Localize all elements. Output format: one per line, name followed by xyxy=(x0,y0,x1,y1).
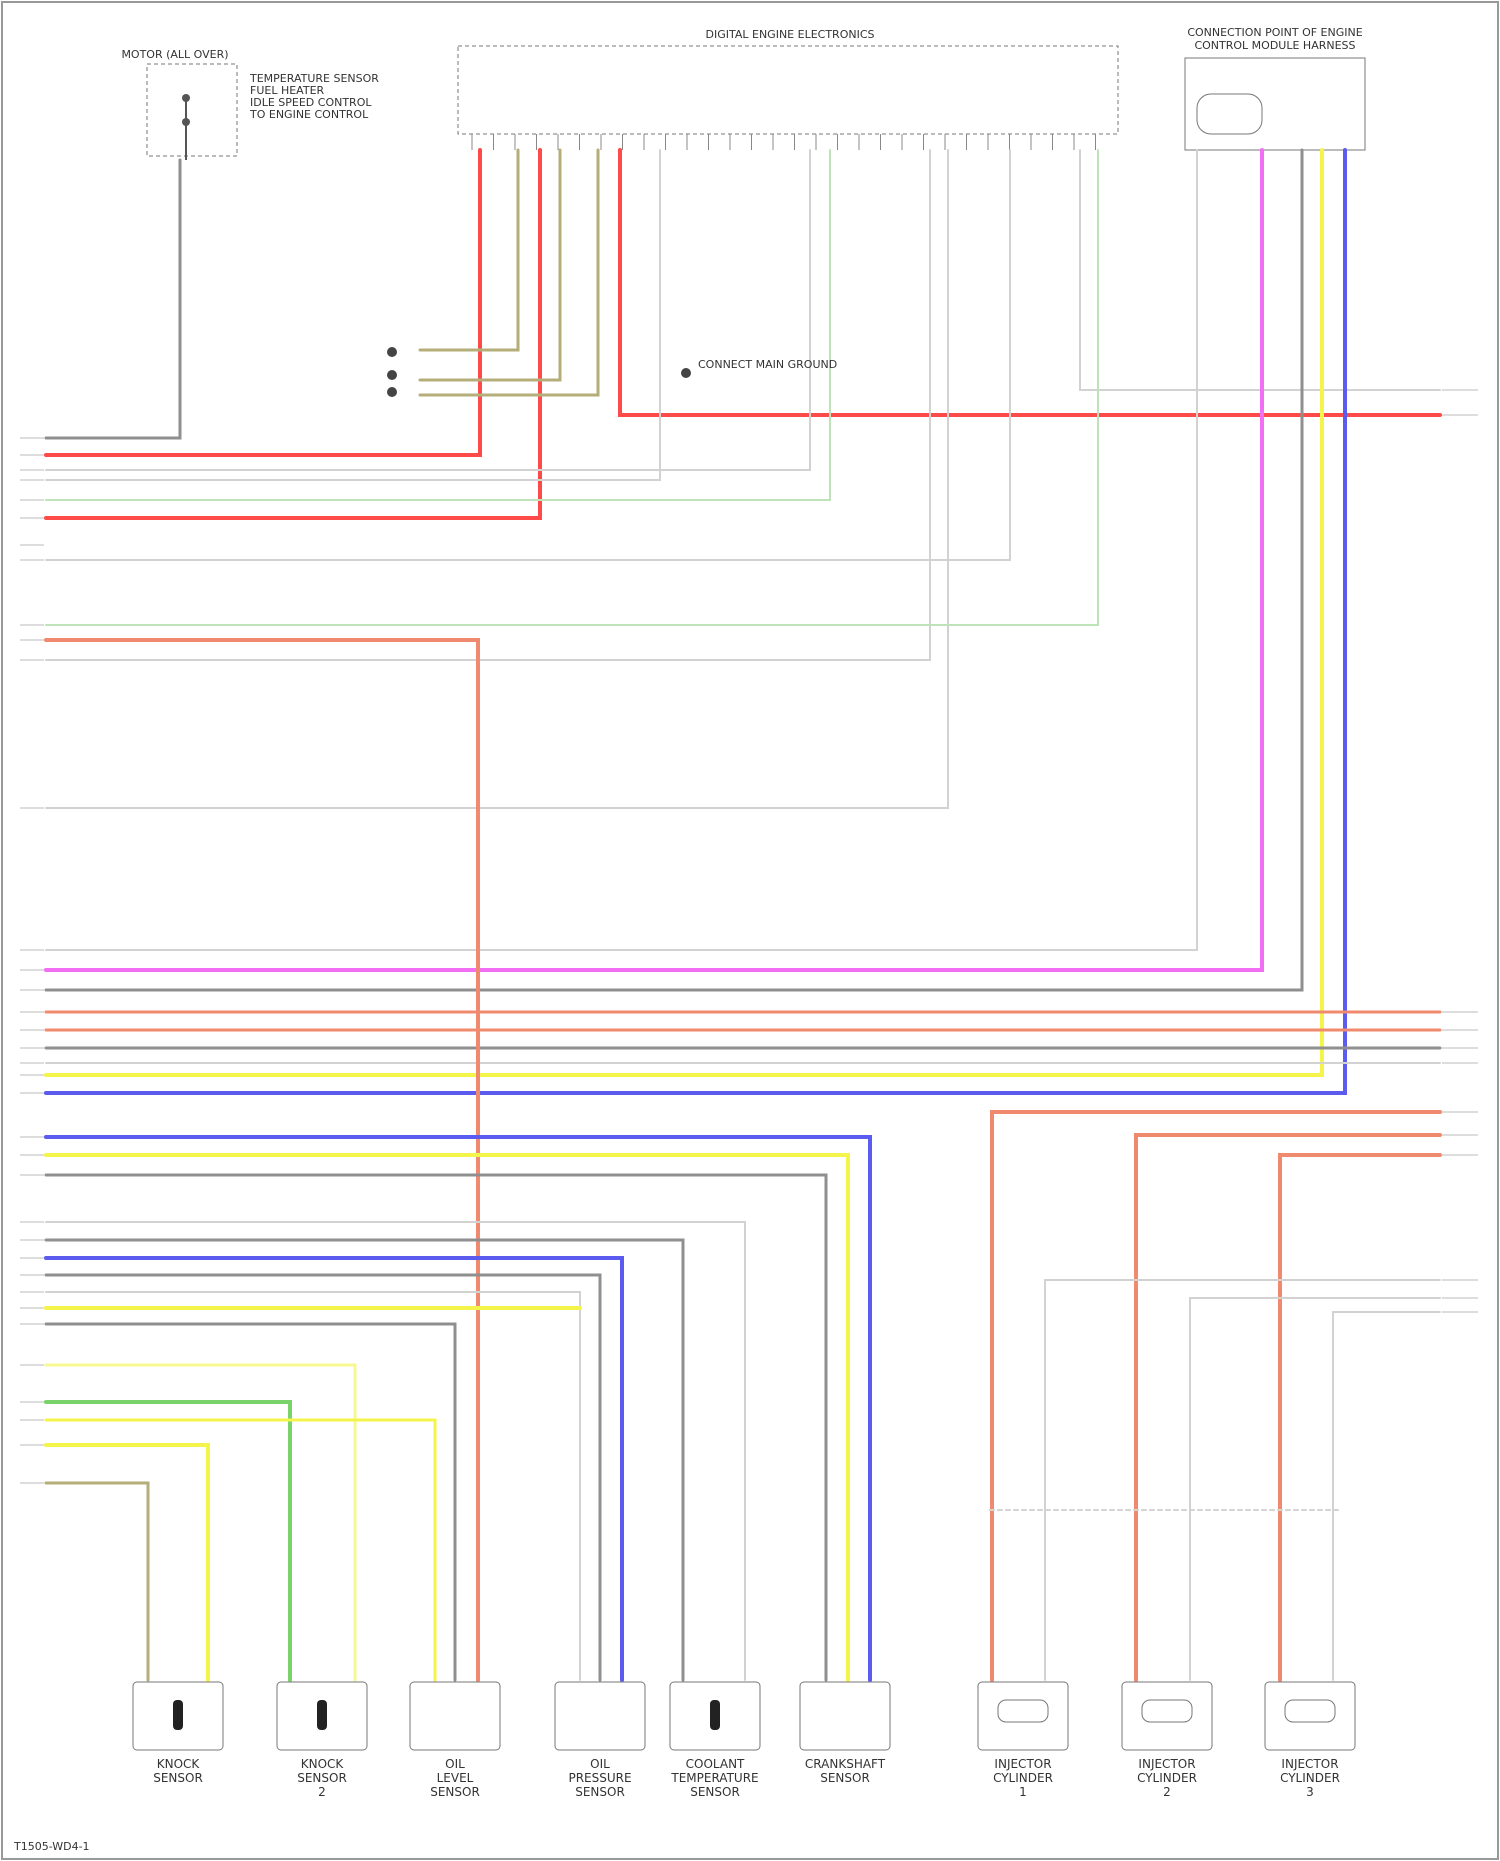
injector-icon xyxy=(1142,1700,1192,1722)
component-label: INJECTOR xyxy=(1138,1757,1195,1771)
component-row: KNOCKSENSORKNOCKSENSOR2OILLEVELSENSOROIL… xyxy=(133,1682,1355,1799)
motor-title: MOTOR (ALL OVER) xyxy=(121,48,228,61)
sensor-icon xyxy=(173,1700,183,1730)
component-label: PRESSURE xyxy=(568,1771,631,1785)
component-label: SENSOR xyxy=(820,1771,870,1785)
sensor-icon xyxy=(710,1700,720,1730)
component-label: 2 xyxy=(1163,1785,1171,1799)
ecu-title: DIGITAL ENGINE ELECTRONICS xyxy=(706,28,875,41)
right-title-1: CONNECTION POINT OF ENGINE xyxy=(1187,26,1362,39)
component-label: CYLINDER xyxy=(1137,1771,1197,1785)
component-label: TEMPERATURE xyxy=(670,1771,758,1785)
junction-note: CONNECT MAIN GROUND xyxy=(698,358,837,371)
component-label: 3 xyxy=(1306,1785,1314,1799)
component-label: CRANKSHAFT xyxy=(805,1757,886,1771)
component-label: OIL xyxy=(590,1757,610,1771)
component-label: SENSOR xyxy=(575,1785,625,1799)
sensor-icon xyxy=(317,1700,327,1730)
component-label: 2 xyxy=(318,1785,326,1799)
component-label: KNOCK xyxy=(301,1757,345,1771)
footer-code: T1505-WD4-1 xyxy=(13,1840,90,1853)
component-label: CYLINDER xyxy=(1280,1771,1340,1785)
harness-connection-box: CONNECTION POINT OF ENGINE CONTROL MODUL… xyxy=(1185,26,1365,150)
motor-note-4: TO ENGINE CONTROL xyxy=(249,108,369,121)
left-connector-pins xyxy=(20,438,44,1483)
component-label: SENSOR xyxy=(430,1785,480,1799)
component-label: INJECTOR xyxy=(1281,1757,1338,1771)
component-label: SENSOR xyxy=(153,1771,203,1785)
component-label: KNOCK xyxy=(157,1757,201,1771)
right-title-2: CONTROL MODULE HARNESS xyxy=(1194,39,1355,52)
motor-box: MOTOR (ALL OVER) TEMPERATURE SENSOR FUEL… xyxy=(121,48,379,160)
ecu-pin-row xyxy=(472,134,1096,150)
component-label: SENSOR xyxy=(297,1771,347,1785)
component-label: LEVEL xyxy=(437,1771,474,1785)
component-label: INJECTOR xyxy=(994,1757,1051,1771)
injector-icon xyxy=(998,1700,1048,1722)
right-connector-pins xyxy=(1442,390,1478,1312)
component-label: COOLANT xyxy=(686,1757,745,1771)
component-label: 1 xyxy=(1019,1785,1027,1799)
wire-harness xyxy=(46,150,1440,1680)
component-label: OIL xyxy=(445,1757,465,1771)
ecu-box xyxy=(458,46,1118,134)
component-label: SENSOR xyxy=(690,1785,740,1799)
engine-ecu: DIGITAL ENGINE ELECTRONICS xyxy=(458,28,1118,150)
injector-icon xyxy=(1285,1700,1335,1722)
component-label: CYLINDER xyxy=(993,1771,1053,1785)
